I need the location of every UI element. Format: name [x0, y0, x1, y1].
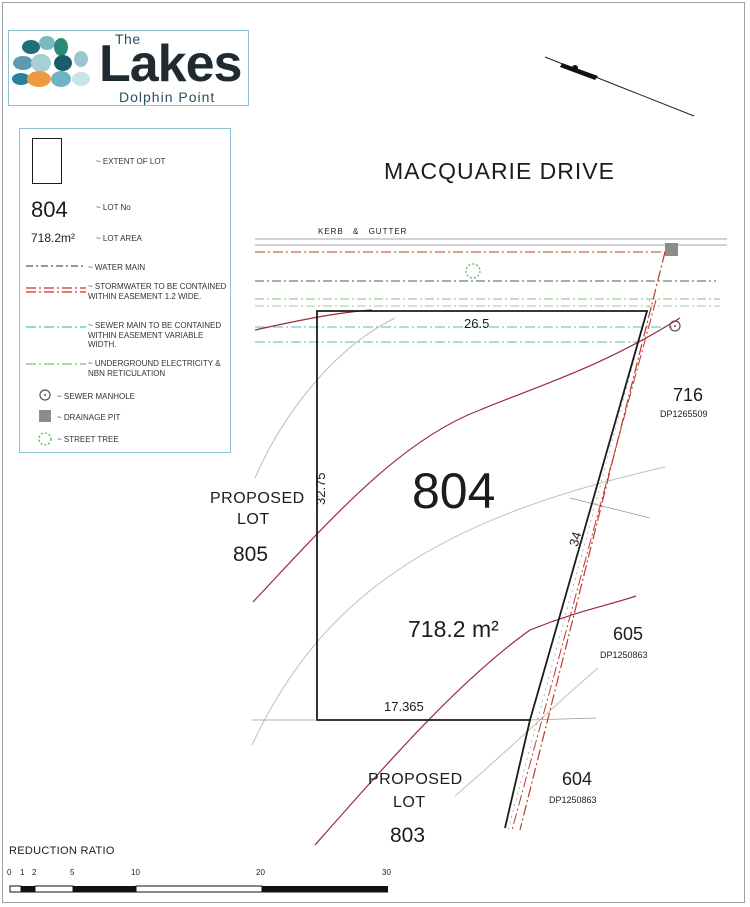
legend-lot-no-label: ~ LOT No: [96, 203, 131, 212]
legend-sewer-manhole: ~ SEWER MANHOLE: [57, 392, 136, 401]
north-arrow-icon: [544, 56, 695, 117]
contour-line: [251, 466, 666, 746]
legend-line-swatches: [26, 265, 86, 446]
street-name: MACQUARIE DRIVE: [384, 158, 615, 184]
legend-sewer-main: ~ SEWER MAIN TO BE CONTAINED WITHIN EASE…: [88, 321, 222, 349]
proposed-805-number: 805: [233, 543, 269, 566]
stormwater-pipe: [314, 595, 637, 846]
legend-water-main: ~ WATER MAIN: [88, 263, 146, 272]
street-tree-icon: [465, 263, 481, 279]
stormwater-pipe: [252, 317, 681, 603]
legend-panel: ~ EXTENT OF LOT 804 ~ LOT No 718.2m² ~ L…: [19, 128, 231, 453]
legend-lot-area-label: ~ LOT AREA: [96, 234, 142, 243]
scale-bar: [9, 885, 388, 893]
contour-line: [254, 317, 396, 479]
drainage-pit-icon: [39, 410, 51, 422]
drainage-pit-icon: [665, 243, 678, 256]
legend-street-tree: ~ STREET TREE: [57, 435, 119, 444]
scale-title: REDUCTION RATIO: [9, 845, 115, 857]
scale-tick-5: 5: [70, 868, 75, 877]
easement-line: [519, 251, 666, 831]
proposed-803-line2: LOT: [393, 794, 426, 811]
legend-lot-area-sample: 718.2m²: [31, 231, 76, 245]
logo-subtitle: Dolphin Point: [119, 89, 216, 105]
legend-electricity: ~ UNDERGROUND ELECTRICITY & NBN RETICULA…: [88, 359, 221, 378]
contour-line: [454, 667, 599, 797]
lot-804-area: 718.2 m²: [408, 616, 499, 642]
scale-tick-10: 10: [131, 868, 140, 877]
dim-bottom: 17.365: [384, 699, 424, 714]
scale-tick-30: 30: [382, 868, 391, 877]
legend-stormwater: ~ STORMWATER TO BE CONTAINED WITHIN EASE…: [88, 282, 227, 301]
lot-716-dp: DP1265509: [660, 409, 708, 419]
lot-boundary-extension: [504, 719, 531, 829]
logo-the-text: The: [115, 31, 141, 47]
legend-extent-label: ~ EXTENT OF LOT: [96, 157, 166, 166]
legend-drainage-pit: ~ DRAINAGE PIT: [57, 413, 121, 422]
lot-605-number: 605: [613, 624, 644, 644]
dim-top: 26.5: [464, 316, 490, 331]
lot-605-dp: DP1250863: [600, 650, 648, 660]
scale-tick-1: 1: [20, 868, 25, 877]
legend-extent-swatch: [32, 138, 62, 184]
street-tree-icon: [38, 432, 52, 446]
logo-lakes-text: Lakes: [99, 35, 242, 93]
lot-604-dp: DP1250863: [549, 795, 597, 805]
scale-tick-20: 20: [256, 868, 265, 877]
lot-716-number: 716: [673, 385, 704, 405]
lakes-logo: The Lakes Dolphin Point: [8, 30, 249, 106]
sewer-manhole-icon: [39, 389, 51, 401]
lot-804-number: 804: [412, 463, 496, 519]
scale-tick-0: 0: [7, 868, 12, 877]
proposed-803-line1: PROPOSED: [368, 771, 463, 788]
scale-tick-2: 2: [32, 868, 37, 877]
proposed-805-line1: PROPOSED: [210, 490, 305, 507]
proposed-805-line2: LOT: [237, 511, 270, 528]
proposed-803-number: 803: [390, 824, 426, 847]
logo-pebbles-icon: [12, 36, 90, 87]
kerb-gutter-label: KERB & GUTTER: [318, 227, 408, 236]
legend-lot-no-sample: 804: [31, 197, 68, 222]
dim-left: 32.75: [313, 472, 328, 505]
lot-604-number: 604: [562, 769, 593, 789]
